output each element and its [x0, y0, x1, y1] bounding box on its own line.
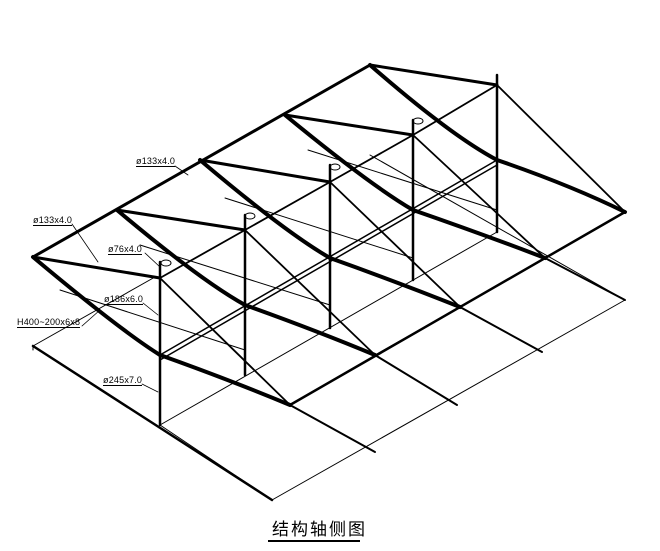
label-top-chord: ø133x4.0 — [136, 156, 176, 167]
mast-heads — [160, 117, 424, 267]
label-beam: ø186x6.0 — [104, 294, 144, 305]
label-column: ø245x7.0 — [103, 375, 143, 386]
title-underline — [268, 540, 360, 542]
label-arch-section: H400~200x6x8 — [17, 317, 81, 328]
label-edge-chord: ø133x4.0 — [33, 215, 73, 226]
label-mast-brace: ø76x4.0 — [108, 244, 142, 255]
masts — [158, 73, 499, 427]
tie-beams — [31, 63, 499, 280]
drawing-title: 结构轴侧图 — [272, 520, 367, 540]
leaders — [71, 165, 189, 393]
secondary — [59, 149, 498, 351]
braces — [159, 84, 626, 406]
